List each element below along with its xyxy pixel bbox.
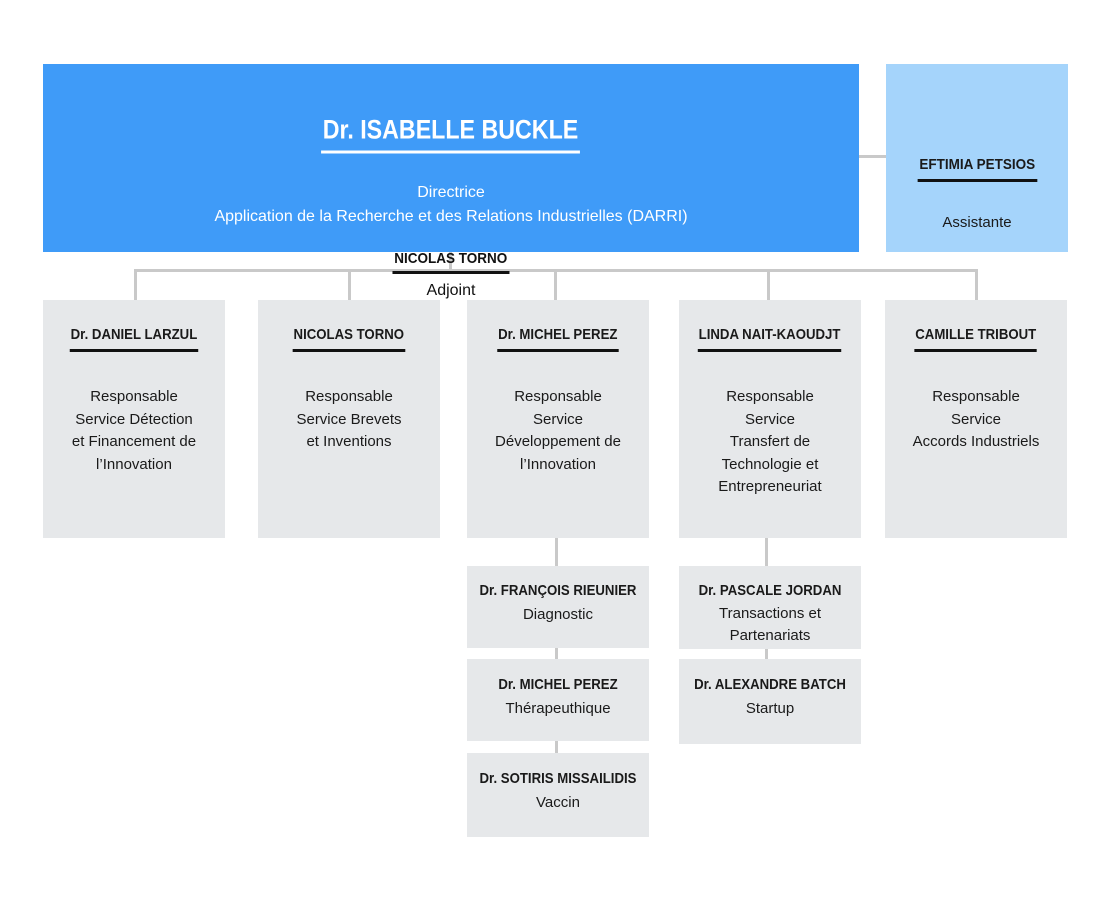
unit-box-transactions: Dr. PASCALE JORDAN Transactions et Parte… <box>679 566 861 649</box>
department-head-name: LINDA NAIT-KAOUDJT <box>679 326 861 352</box>
unit-role: Transactions et Partenariats <box>719 605 821 644</box>
connector-dept-2 <box>348 269 351 300</box>
unit-role: Vaccin <box>536 794 580 811</box>
unit-box-diagnostic: Dr. FRANÇOIS RIEUNIER Diagnostic <box>467 566 649 648</box>
unit-head-name: Dr. PASCALE JORDAN <box>698 582 842 599</box>
department-box-detection: Dr. DANIEL LARZUL Responsable Service Dé… <box>43 300 225 538</box>
director-name: Dr. ISABELLE BUCKLE <box>43 115 859 154</box>
unit-head-name: Dr. ALEXANDRE BATCH <box>694 676 846 693</box>
department-box-brevets: NICOLAS TORNO Responsable Service Brevet… <box>258 300 440 538</box>
director-title: Directrice <box>417 184 485 201</box>
unit-head-name: Dr. FRANÇOIS RIEUNIER <box>479 582 637 599</box>
department-head-name: NICOLAS TORNO <box>258 326 440 352</box>
unit-box-vaccin: Dr. SOTIRIS MISSAILIDIS Vaccin <box>467 753 649 837</box>
department-box-transfert: LINDA NAIT-KAOUDJT Responsable Service T… <box>679 300 861 538</box>
deputy-role: Adjoint <box>426 282 476 299</box>
connector-dept-1 <box>134 269 137 300</box>
unit-head-name: Dr. MICHEL PEREZ <box>498 676 618 693</box>
director-department: Application de la Recherche et des Relat… <box>214 208 688 225</box>
department-box-accords: CAMILLE TRIBOUT Responsable Service Acco… <box>885 300 1067 538</box>
director-box: Dr. ISABELLE BUCKLE Directrice Applicati… <box>43 64 859 299</box>
connector-development-units <box>555 538 558 768</box>
unit-box-startup: Dr. ALEXANDRE BATCH Startup <box>679 659 861 744</box>
department-description: Responsable Service Transfert de Technol… <box>718 388 822 495</box>
unit-role: Startup <box>745 700 795 717</box>
department-box-developpement: Dr. MICHEL PEREZ Responsable Service Dév… <box>467 300 649 538</box>
connector-dept-5 <box>975 269 978 300</box>
department-description: Responsable Service Accords Industriels <box>912 388 1040 450</box>
department-description: Responsable Service Développement de l’I… <box>495 388 621 473</box>
unit-role: Thérapeuthique <box>505 700 611 717</box>
connector-dept-3 <box>554 269 557 300</box>
assistant-role: Assistante <box>942 214 1012 231</box>
deputy-name: NICOLAS TORNO <box>43 250 859 274</box>
assistant-name: EFTIMIA PETSIOS <box>886 156 1068 182</box>
connector-dept-4 <box>767 269 770 300</box>
department-head-name: CAMILLE TRIBOUT <box>885 326 1067 352</box>
department-head-name: Dr. MICHEL PEREZ <box>467 326 649 352</box>
connector-director-assistant <box>859 155 886 158</box>
unit-role: Diagnostic <box>522 606 594 623</box>
department-head-name: Dr. DANIEL LARZUL <box>43 326 225 352</box>
assistant-box: EFTIMIA PETSIOS Assistante <box>886 64 1068 252</box>
unit-box-therapeuthique: Dr. MICHEL PEREZ Thérapeuthique <box>467 659 649 741</box>
unit-head-name: Dr. SOTIRIS MISSAILIDIS <box>479 770 637 787</box>
department-description: Responsable Service Brevets et Invention… <box>296 388 402 450</box>
connector-director-down <box>449 252 452 270</box>
department-description: Responsable Service Détection et Finance… <box>71 388 197 473</box>
